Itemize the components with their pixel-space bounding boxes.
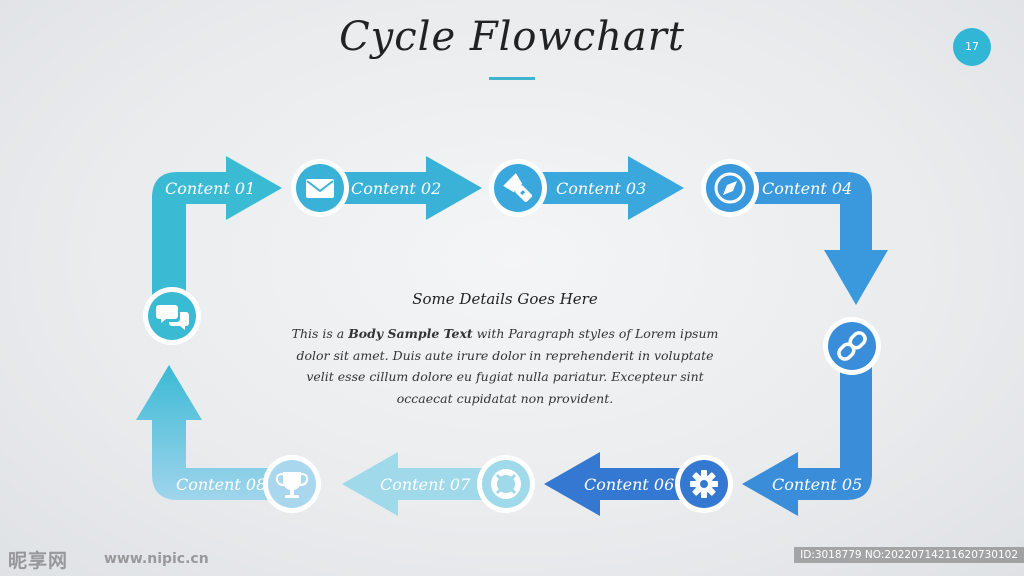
step-05-arrow: Content 05	[742, 340, 872, 516]
step-08-arrow: Content 08	[136, 365, 296, 500]
lifebuoy-icon	[477, 455, 535, 513]
watermark-url: www.nipic.cn	[104, 551, 209, 567]
step-02-label: Content 02	[351, 179, 441, 198]
title-underline	[489, 77, 535, 80]
step-07-label: Content 07	[380, 475, 471, 494]
step-08-label: Content 08	[176, 475, 266, 494]
watermark-id: ID:3018779 NO:20220714211620730102	[794, 547, 1024, 563]
link-icon	[823, 317, 881, 375]
watermark-logo: 昵享网	[8, 550, 69, 572]
step-06-label: Content 06	[584, 475, 674, 494]
details-body-suffix: with Paragraph styles of Lorem ipsum dol…	[296, 326, 719, 406]
slide-title: Cycle Flowchart	[339, 14, 685, 60]
gear-icon	[675, 455, 733, 513]
trophy-icon	[263, 455, 321, 513]
step-04-arrow: Content 04	[712, 172, 888, 305]
details-body-bold: Body Sample Text	[348, 326, 473, 341]
details-body-prefix: This is a	[291, 326, 349, 341]
step-04-label: Content 04	[762, 179, 852, 198]
step-01-label: Content 01	[165, 179, 255, 198]
chat-bubbles-icon	[143, 287, 201, 345]
step-05-label: Content 05	[772, 475, 862, 494]
compass-icon	[701, 159, 759, 217]
step-01-arrow: Content 01	[152, 156, 282, 318]
details-body: This is a Body Sample Text with Paragrap…	[285, 323, 725, 409]
step-03-label: Content 03	[556, 179, 646, 198]
envelope-icon	[291, 159, 349, 217]
details-heading: Some Details Goes Here	[412, 290, 598, 308]
page-number-badge: 17	[953, 28, 991, 66]
flashlight-icon	[489, 159, 547, 217]
